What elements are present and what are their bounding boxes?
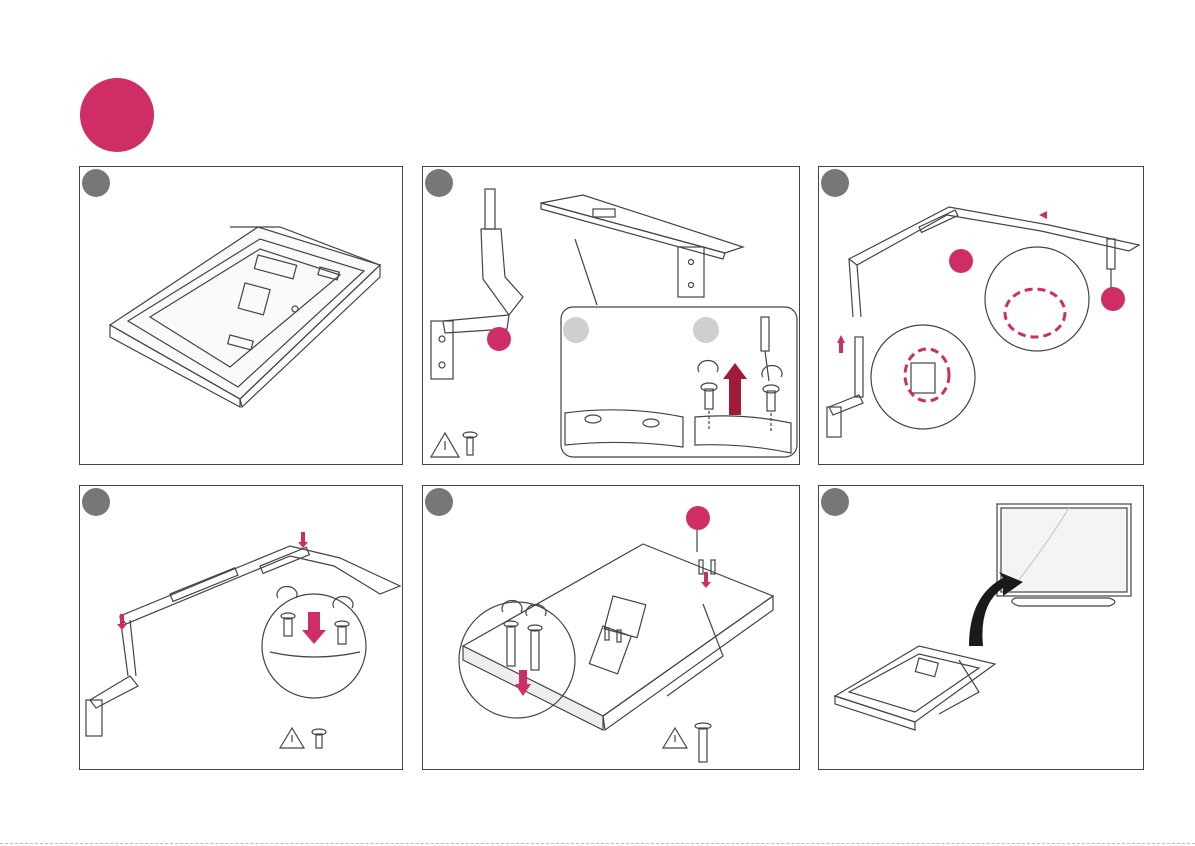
sub-step-1 — [563, 317, 589, 343]
magnifier-icon — [871, 247, 1089, 429]
callout-d — [686, 506, 710, 530]
stand-leg-icon — [431, 189, 523, 379]
panel-3 — [818, 166, 1144, 465]
callout-a — [487, 327, 511, 351]
step-badge — [80, 78, 154, 152]
warning-icon — [280, 728, 326, 748]
sub-step-2 — [693, 317, 719, 343]
tv-back-icon — [835, 646, 995, 730]
panel-1 — [79, 166, 403, 465]
panel-4 — [79, 485, 403, 770]
panel-5 — [422, 485, 800, 770]
stand-frame-icon — [86, 546, 400, 736]
tv-back-on-cushion-icon — [80, 167, 403, 465]
panel-2 — [422, 166, 800, 465]
rotate-arrow-icon — [969, 572, 1023, 646]
stand-bar-icon — [541, 195, 743, 305]
panel-6 — [818, 485, 1144, 770]
stand-frame-icon — [827, 207, 1139, 437]
warning-icon — [663, 723, 711, 762]
callout-b — [949, 249, 973, 273]
tv-front-icon — [997, 504, 1131, 606]
tv-back-icon — [459, 544, 773, 730]
callout-c — [1101, 287, 1125, 311]
page-bottom-rule — [0, 843, 1195, 844]
warning-icon — [431, 432, 477, 457]
arrow-icon — [837, 211, 1047, 353]
